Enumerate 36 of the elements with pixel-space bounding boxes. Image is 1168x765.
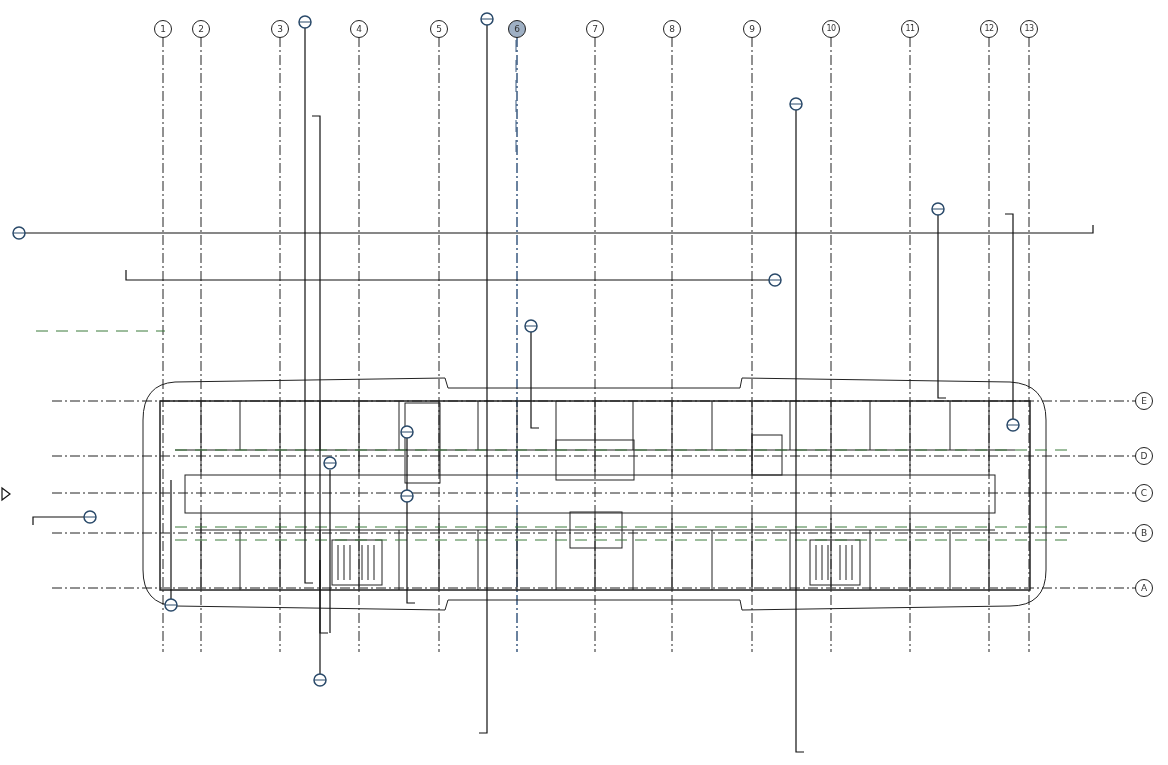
- grid-label: 12: [984, 25, 994, 33]
- grid-bubble: [430, 20, 448, 38]
- grid-bubble: [271, 20, 289, 38]
- grid-label: 13: [1024, 25, 1034, 33]
- grid-bubble: [980, 20, 998, 38]
- grid-bubble: [1135, 579, 1153, 597]
- grid-bubble: [1135, 524, 1153, 542]
- grid-label: E: [1141, 396, 1147, 406]
- grid-bubble: [1135, 392, 1153, 410]
- grid-bubble: [822, 20, 840, 38]
- grid-label: 11: [905, 25, 915, 33]
- grid-bubble: [192, 20, 210, 38]
- grid-label: 9: [749, 24, 755, 34]
- grid-label: D: [1140, 451, 1148, 461]
- grid-label: C: [1140, 488, 1148, 498]
- grid-label: B: [1140, 528, 1148, 538]
- grid-bubble: [743, 20, 761, 38]
- grid-bubble: [1135, 447, 1153, 465]
- grid-label: A: [1140, 583, 1148, 593]
- grid-bubble: [586, 20, 604, 38]
- grid-label: 3: [277, 24, 283, 34]
- grid-bubble: [350, 20, 368, 38]
- grid-bubble: [508, 20, 526, 38]
- grid-label: 5: [436, 24, 442, 34]
- grid-bubble: [901, 20, 919, 38]
- grid-bubble: [1020, 20, 1038, 38]
- grid-label: 8: [669, 24, 675, 34]
- grid-bubble: [1135, 484, 1153, 502]
- grid-bubble: [154, 20, 172, 38]
- grid-label: 1: [160, 24, 166, 34]
- grid-label: 4: [356, 24, 362, 34]
- grid-bubble: [663, 20, 681, 38]
- grid-label: 10: [826, 25, 836, 33]
- grid-label: 7: [592, 24, 598, 34]
- grid-label: 6: [514, 24, 520, 34]
- grid-label: 2: [198, 24, 204, 34]
